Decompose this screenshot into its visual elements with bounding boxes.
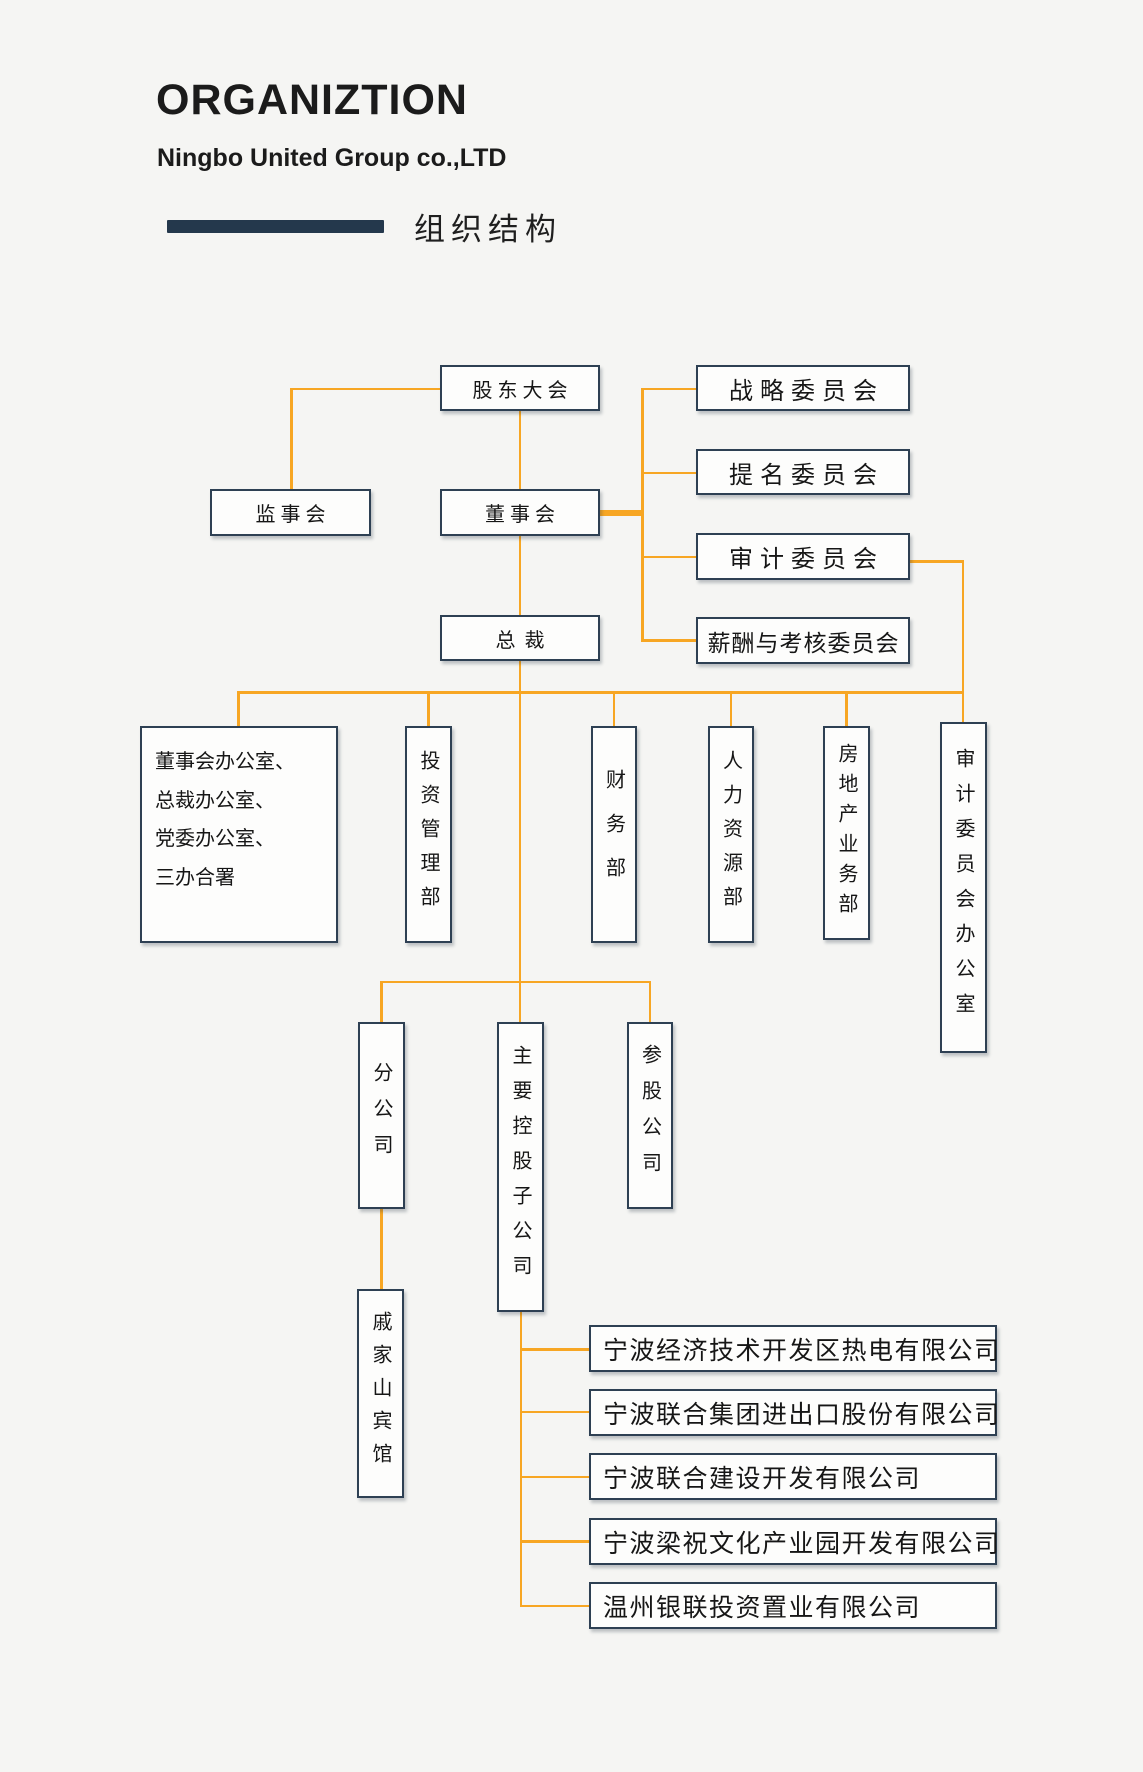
connector-board-president	[518, 535, 522, 616]
node-president: 总裁	[440, 615, 600, 661]
node-hotel: 戚家山宾馆	[357, 1289, 404, 1498]
section-label: 组织结构	[414, 212, 562, 247]
node-label: 宁波经济技术开发区热电有限公司	[603, 1336, 1001, 1365]
node-label: 宁波联合集团进出口股份有限公司	[603, 1400, 1001, 1429]
connector-board-committees-thick	[599, 510, 643, 516]
connector-drop-equity	[648, 980, 651, 1023]
node-label: 参股公司	[638, 1043, 661, 1188]
connector-stub-nomination	[641, 471, 697, 474]
node-label: 监事会	[255, 504, 331, 526]
node-subsidiary-4: 宁波梁祝文化产业园开发有限公司	[589, 1518, 999, 1565]
node-label: 股东大会	[472, 379, 573, 402]
connector-drop-hr	[729, 691, 732, 726]
connector-stub-strategy	[641, 387, 697, 390]
node-subsidiary-3: 宁波联合建设开发有限公司	[589, 1453, 997, 1500]
node-label: 薪酬与考核委员会	[707, 629, 900, 656]
node-label: 审计委员会	[729, 546, 884, 573]
connector-stub-subsidiary-3	[519, 1475, 590, 1478]
offices-line-2: 总裁办公室、	[155, 789, 275, 812]
connector-audit-office-h	[910, 560, 964, 563]
node-subsidiary-2: 宁波联合集团进出口股份有限公司	[589, 1389, 999, 1436]
connector-committee-trunk	[641, 387, 644, 642]
offices-line-3: 党委办公室、	[155, 828, 275, 850]
node-label: 审计委员会办公室	[952, 747, 974, 1028]
node-audit-committee: 审计委员会	[696, 533, 910, 580]
node-label: 投资管理部	[417, 749, 439, 920]
node-equity-companies: 参股公司	[627, 1022, 673, 1209]
node-label: 宁波联合建设开发有限公司	[603, 1464, 922, 1493]
node-board-of-directors: 董事会	[440, 489, 600, 536]
connector-subsidiary-trunk	[519, 1311, 523, 1607]
connector-drop-investment	[427, 691, 430, 726]
node-supervisory-board: 监事会	[210, 489, 371, 536]
connector-shareholders-supervisory-h	[290, 387, 440, 390]
connector-stub-subsidiary-4	[519, 1540, 590, 1543]
node-strategy-committee: 战略委员会	[696, 365, 910, 411]
connector-branch-hotel	[380, 1208, 383, 1290]
node-label: 分公司	[370, 1061, 392, 1170]
node-label: 人力资源部	[719, 749, 742, 920]
node-label: 提名委员会	[729, 461, 884, 489]
connector-dept-distribution	[237, 691, 964, 694]
node-label: 董事会	[485, 504, 560, 526]
node-subsidiary-1: 宁波经济技术开发区热电有限公司	[589, 1325, 999, 1372]
node-real-estate-dept: 房地产业务部	[823, 726, 870, 940]
node-label: 戚家山宾馆	[369, 1311, 391, 1476]
node-hr-dept: 人力资源部	[708, 726, 754, 943]
node-subsidiary-5: 温州银联投资置业有限公司	[589, 1582, 997, 1629]
node-audit-committee-office: 审计委员会办公室	[940, 722, 987, 1053]
node-label: 战略委员会	[729, 377, 884, 405]
connector-stub-audit	[641, 555, 697, 558]
node-shareholders-meeting: 股东大会	[440, 365, 600, 411]
node-holding-subsidiaries: 主要控股子公司	[497, 1022, 544, 1312]
node-label: 温州银联投资置业有限公司	[603, 1593, 922, 1622]
offices-line-1: 董事会办公室、	[155, 751, 295, 773]
connector-president-down	[518, 660, 522, 693]
offices-text: 董事会办公室、 总裁办公室、 党委办公室、 三办合署	[142, 728, 295, 897]
node-branch-companies: 分公司	[358, 1022, 405, 1209]
connector-drop-finance	[612, 691, 615, 726]
connector-shareholders-board	[518, 410, 522, 490]
node-label: 宁波梁祝文化产业园开发有限公司	[603, 1529, 1001, 1558]
divider-bar	[167, 220, 384, 233]
node-finance-dept: 财务部	[591, 726, 637, 943]
node-compensation-committee: 薪酬与考核委员会	[696, 617, 910, 664]
node-label: 主要控股子公司	[509, 1044, 531, 1290]
connector-drop-realestate	[845, 691, 848, 726]
connector-drop-branch	[380, 980, 383, 1023]
node-nomination-committee: 提名委员会	[696, 449, 910, 495]
connector-president-tier3-trunk	[518, 693, 522, 1022]
offices-line-4: 三办合署	[155, 866, 235, 889]
connector-drop-offices	[237, 691, 240, 726]
connector-stub-subsidiary-5	[519, 1604, 590, 1607]
node-label: 房地产业务部	[835, 743, 857, 923]
page-title: ORGANIZTION	[156, 76, 468, 124]
company-name: Ningbo United Group co.,LTD	[157, 144, 507, 172]
connector-stub-subsidiary-2	[519, 1410, 590, 1413]
node-offices: 董事会办公室、 总裁办公室、 党委办公室、 三办合署	[140, 726, 338, 943]
connector-audit-office-v	[961, 560, 964, 722]
connector-stub-compensation	[641, 639, 697, 642]
connector-tier3-distribution	[380, 980, 651, 983]
node-label: 财务部	[602, 768, 625, 901]
connector-shareholders-supervisory-v	[290, 387, 293, 489]
node-investment-dept: 投资管理部	[405, 726, 452, 943]
connector-stub-subsidiary-1	[519, 1348, 590, 1351]
node-label: 总裁	[495, 629, 554, 652]
